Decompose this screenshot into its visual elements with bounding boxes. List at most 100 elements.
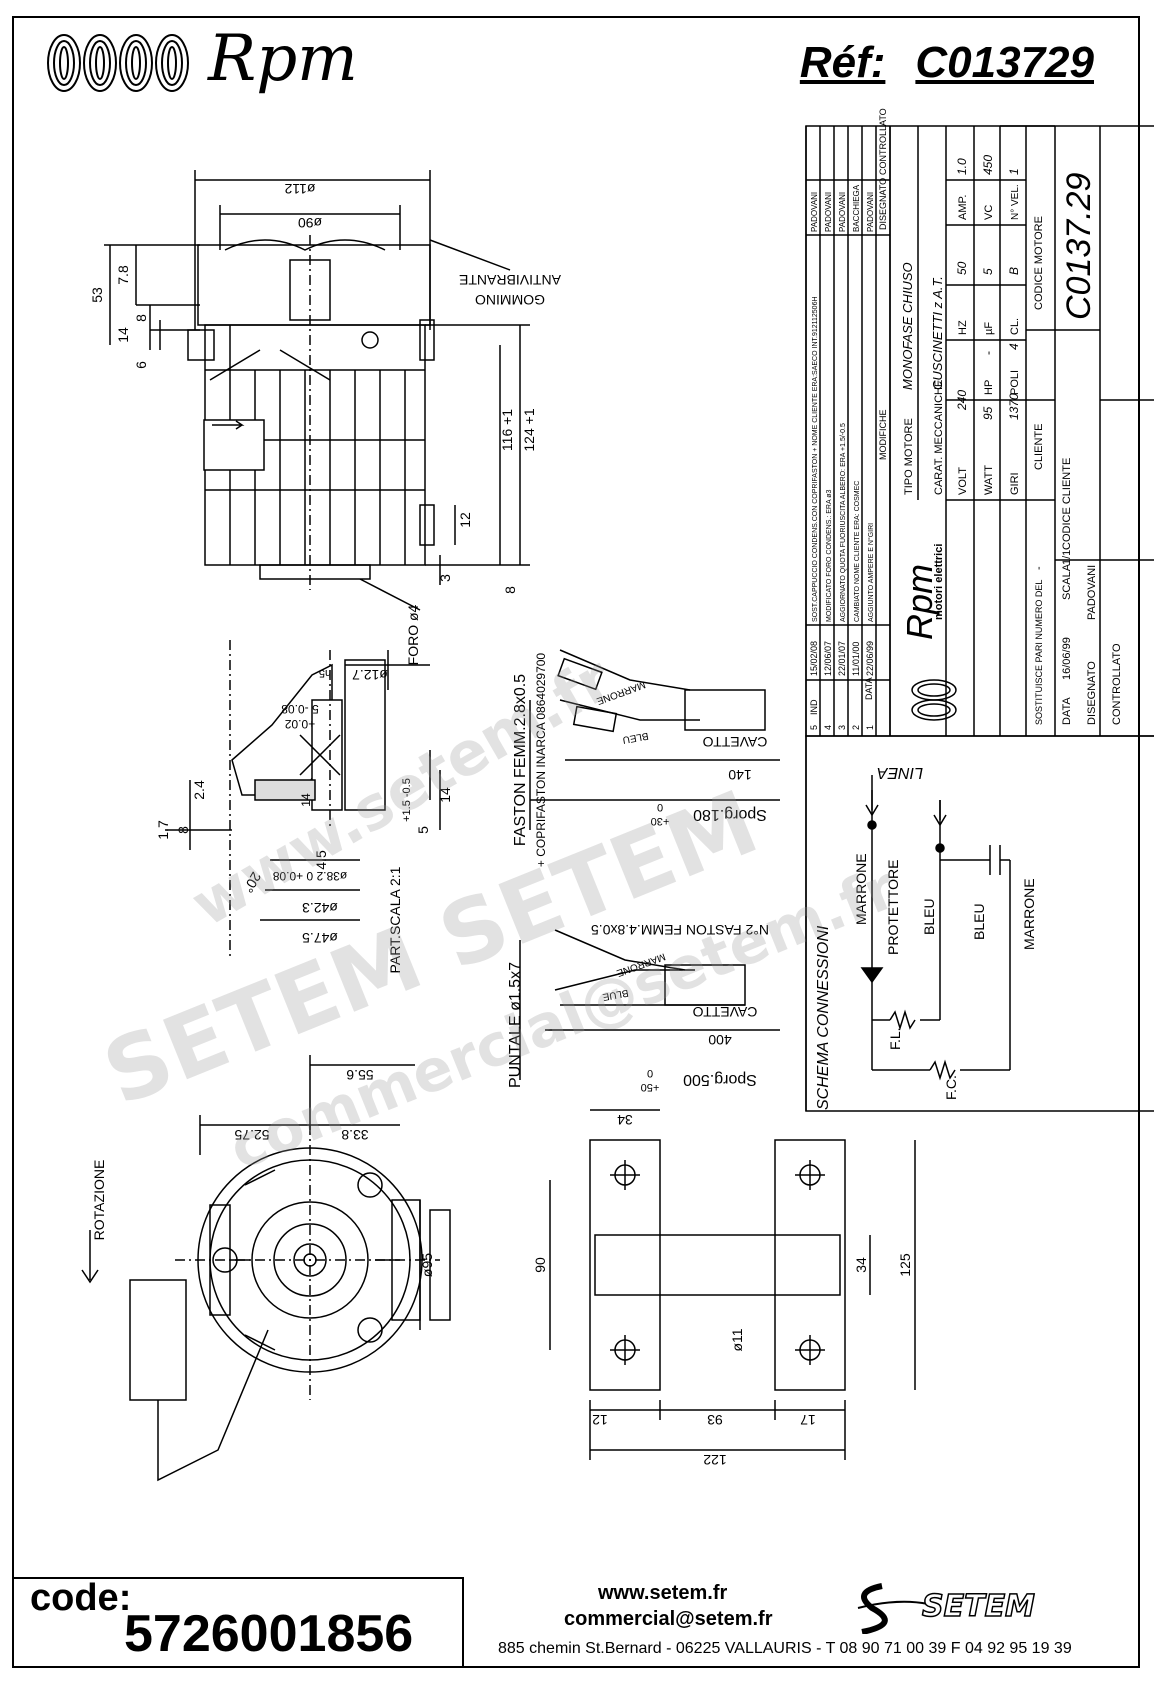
rev3-text: AGGIORNATO QUOTA FUORIUSCITA ALBERO: ERA… <box>840 423 847 622</box>
code-value: 5726001856 <box>124 1605 414 1663</box>
c1-bleu: BLEU <box>622 730 650 745</box>
dim-17: 17 <box>800 1412 816 1428</box>
carat-label: CARAT. MECCANICHE <box>933 380 945 495</box>
c1-cavetto: CAVETTO <box>702 734 767 750</box>
spec-poli-label: POLI <box>1009 370 1021 395</box>
disegnato-label: DISEGNATO <box>1086 661 1098 725</box>
footer-website-link[interactable]: www.setem.fr <box>598 1582 728 1604</box>
brand-name: Rpm <box>208 22 358 96</box>
schema-bleu-2: BLEU <box>971 903 987 940</box>
c2-puntale: PUNTALE ø1.5x7 <box>507 962 524 1088</box>
tipo-motore: MONOFASE CHIUSO <box>900 262 915 390</box>
ref-label: Réf: <box>799 38 886 87</box>
spec-poli: 4 <box>1007 343 1021 350</box>
motor-side-view <box>187 235 435 590</box>
spec-hz: 50 <box>955 261 969 275</box>
setem-logo-text: SETEM <box>922 1589 1035 1624</box>
dim-124: 124 +1 <box>521 408 537 451</box>
title-block-frame <box>805 125 1154 1112</box>
code-box <box>14 1577 464 1668</box>
c2-faston: N°2 FASTON FEMM.4.8x0.5 <box>591 922 769 938</box>
rev-header-modifiche: MODIFICHE <box>878 410 888 461</box>
rev5-date: 15/02/08 <box>809 641 819 676</box>
dim-93: 93 <box>707 1412 723 1428</box>
spec-volt: 240 <box>955 390 969 411</box>
dim-116: 116 +1 <box>499 409 515 451</box>
spec-nvel: 1 <box>1007 168 1021 175</box>
rev1-date: 22/06/99 <box>865 641 875 676</box>
dim-h5: h5 <box>319 667 331 679</box>
spec-vc-label: VC <box>983 205 995 220</box>
rev2-text: CAMBIATO NOME CLIENTE ERA: COSMEC <box>854 481 861 622</box>
dim-7-8: 7.8 <box>115 265 131 285</box>
dim-14: 14 <box>115 327 131 343</box>
dim-angle: 20° <box>240 869 264 895</box>
c1-140: 140 <box>728 767 752 783</box>
spec-uf: 5 <box>981 268 995 275</box>
rpm-coil-logo <box>47 34 189 92</box>
data-value: 16/06/99 <box>1061 637 1073 680</box>
dim-12-b: 12 <box>592 1412 608 1428</box>
c2-marrone: MARRONE <box>615 950 667 978</box>
dim-125: 125 <box>897 1253 913 1277</box>
codice-motore-label: CODICE MOTORE <box>1033 216 1045 310</box>
dim-8-shaft: 8 <box>175 826 191 834</box>
footer-email-link[interactable]: commercial@setem.fr <box>564 1608 773 1630</box>
footer-address: 885 chemin St.Bernard - 06225 VALLAURIS … <box>498 1640 1072 1657</box>
codice-cliente-label: CODICE CLIENTE <box>1061 458 1073 550</box>
dim-90: 90 <box>532 1257 548 1273</box>
c2-400: 400 <box>708 1032 732 1048</box>
schema-marrone-2: MARRONE <box>1021 878 1037 950</box>
rev-header-controllato: CONTROLLATO <box>878 108 888 175</box>
company-sub: motori elettrici <box>933 544 945 620</box>
dim-d42-3: ø42.3 <box>302 900 338 916</box>
dim-tol-15: +1.5 -0.5 <box>401 778 413 822</box>
data-label: DATA <box>1061 697 1073 725</box>
label-antivibrante: ANTIVIBRANTE <box>459 272 561 288</box>
spec-giri-label: GIRI <box>1009 472 1021 495</box>
dim-1-7: 1.7 <box>155 820 171 840</box>
dim-53: 53 <box>89 287 105 303</box>
rev-header-ind: IND <box>809 699 819 715</box>
mounting-bracket <box>589 1139 846 1391</box>
label-rotazione: ROTAZIONE <box>91 1160 107 1241</box>
dim-14-shaft: 14 <box>437 787 453 803</box>
label-foro: FORO ø4 <box>405 604 421 665</box>
c1-faston: FASTON FEMM.2.8x0.5 <box>512 674 529 846</box>
reference-number: Réf: C013729 <box>800 38 1094 88</box>
ref-value: C013729 <box>915 38 1094 87</box>
dim-tol-002: +0.02 <box>284 717 315 731</box>
c2-cavetto: CAVETTO <box>692 1004 757 1020</box>
spec-nvel-label: N° VEL. <box>1010 184 1021 220</box>
dim-52-75: 52.75 <box>234 1127 269 1143</box>
schema-title: SCHEMA CONNESSIONI <box>815 925 832 1110</box>
schema-linea: LINEA <box>877 764 923 781</box>
dim-d95: ø95 <box>419 1253 435 1277</box>
rev2-by: BACCHIEGA <box>852 184 861 232</box>
rev2-ind: 2 <box>851 725 861 730</box>
label-gommino: GOMMINO <box>475 292 545 308</box>
cable-assembly-1 <box>529 649 780 830</box>
rev4-by: PADOVANI <box>824 192 833 232</box>
spec-amp-label: AMP. <box>957 195 969 220</box>
dim-8: 8 <box>133 314 149 322</box>
motor-front-view <box>81 1125 451 1482</box>
schema-fl: F.L. <box>887 1027 903 1050</box>
dim-5-tol: 5 -0.08 <box>281 702 319 716</box>
shaft-detail-view <box>229 640 386 960</box>
dim-12: 12 <box>457 512 473 528</box>
rev3-by: PADOVANI <box>838 192 847 232</box>
rev-header-disegnato: DISEGNATO <box>878 178 888 230</box>
rev2-date: 11/01/00 <box>851 642 861 676</box>
label-part-scala: PART.SCALA 2:1 <box>387 866 403 973</box>
carat: CUSCINETTI z A.T. <box>930 276 945 390</box>
title-block-rpm-logo <box>911 679 957 721</box>
dim-34-side: 34 <box>853 1257 869 1273</box>
dim-55-6: 55.6 <box>346 1067 373 1083</box>
setem-logo: SETEM <box>857 1583 1036 1634</box>
cliente-label: CLIENTE <box>1033 424 1045 470</box>
spec-cl: B <box>1007 267 1021 275</box>
drawing-sheet <box>12 16 1140 1668</box>
